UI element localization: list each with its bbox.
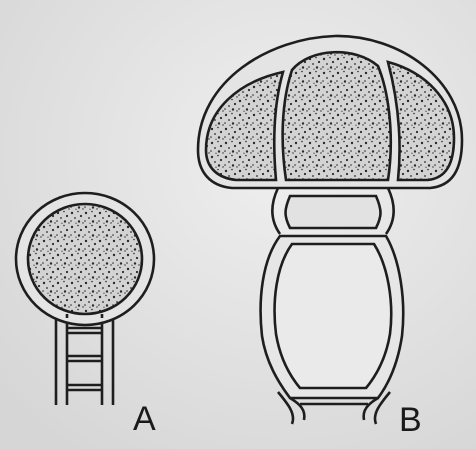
figure-b-basal-cell-inner [275, 244, 392, 388]
figure-label-b: B [399, 403, 422, 437]
figure-b-center-chamber [283, 52, 391, 180]
figure-label-a: A [133, 402, 156, 436]
figure-b-neck-cell [286, 196, 381, 228]
figure-a-head-inner [28, 204, 142, 314]
